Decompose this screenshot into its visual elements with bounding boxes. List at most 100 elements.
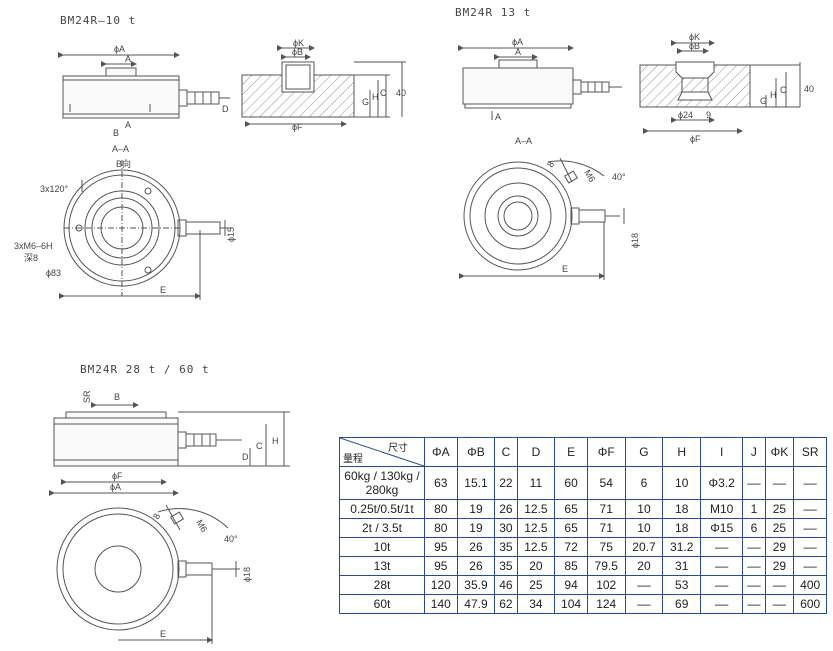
table-cell: 60 — [554, 466, 588, 500]
table-cell: 19 — [456, 518, 496, 538]
table-cell: 26 — [456, 556, 496, 576]
phi83-label-10t: ϕ83 — [46, 268, 61, 278]
table-cell: –– — [742, 594, 766, 614]
corner-range-label: 量程 — [343, 454, 363, 465]
dim-phi24-13t: ϕ24 — [678, 110, 693, 120]
table-cell: 22 — [494, 466, 518, 500]
phi18-label-13t: ϕ18 — [630, 233, 640, 248]
dim-E-28t: E — [160, 629, 166, 639]
dim-40-13t: 40 — [804, 84, 814, 94]
dim-phiB-13t: ϕB — [689, 41, 700, 51]
depth-label-10t: 深8 — [24, 253, 38, 263]
table-cell: –– — [742, 466, 766, 500]
table-cell: 102 — [586, 575, 626, 595]
table-cell: 95 — [424, 556, 458, 576]
table-cell: 29 — [764, 537, 795, 557]
table-cell: 26 — [456, 537, 496, 557]
table-cell: 31.2 — [662, 537, 702, 557]
table-cell: M10 — [700, 499, 744, 519]
table-cell: 25 — [764, 499, 795, 519]
angle-label-28t: 40° — [224, 534, 238, 544]
thread-label-10t: 3xM6–6H — [14, 241, 53, 251]
table-header: SR — [793, 437, 827, 467]
table-cell: 71 — [586, 499, 626, 519]
table-cell: –– — [624, 575, 664, 595]
dim-E-13t: E — [562, 264, 568, 274]
table-cell: 10 — [624, 518, 664, 538]
dim-B-10t: B — [113, 128, 119, 138]
table-cell: 35.9 — [456, 575, 496, 595]
section-label-10t: A–A — [112, 144, 129, 154]
table-cell: –– — [742, 537, 766, 557]
table-cell: 6 — [742, 518, 766, 538]
table-cell: –– — [700, 537, 744, 557]
table-cell: –– — [793, 518, 827, 538]
dim-A-bottom-10t: A — [125, 120, 131, 130]
table-cell: 25 — [764, 518, 795, 538]
title-bm24r-28-60t: BM24R 28 t / 60 t — [80, 363, 210, 376]
holes-label-10t: 3x120° — [40, 184, 69, 194]
dim-phiA-10t: ϕA — [114, 44, 125, 54]
table-cell: 104 — [554, 594, 588, 614]
table-cell: 400 — [793, 575, 827, 595]
dim-phiA-28t: ϕA — [110, 482, 121, 492]
corner-dimension-label: 尺寸 — [388, 443, 408, 454]
table-cell: 75 — [586, 537, 626, 557]
section-view-10t — [241, 45, 406, 127]
table-cell: –– — [793, 499, 827, 519]
table-cell: Φ15 — [700, 518, 744, 538]
table-header: ΦF — [586, 437, 626, 467]
table-cell: –– — [764, 575, 795, 595]
dim-phiF-10t: ϕF — [292, 122, 303, 132]
spec-table: 尺寸 量程 ΦA ΦB C D E ΦF G H I J ΦK SR 60kg … — [339, 437, 827, 614]
table-header: ΦA — [424, 437, 458, 467]
phi15-label-10t: ϕ15 — [226, 227, 236, 242]
table-cell: –– — [624, 594, 664, 614]
title-bm24r-10t: BM24R–10 t — [60, 14, 137, 27]
table-header: ΦB — [456, 437, 496, 467]
dim-phiK-13t: ϕK — [689, 32, 700, 42]
dim-A-top-13t: A — [515, 47, 521, 57]
table-cell: 12.5 — [516, 537, 556, 557]
angle-label-13t: 40° — [612, 172, 626, 182]
table-header: I — [700, 437, 744, 467]
table-cell: –– — [700, 575, 744, 595]
table-cell: 20 — [516, 556, 556, 576]
table-cell: –– — [700, 594, 744, 614]
table-cell: 53 — [662, 575, 702, 595]
side-view-10t — [58, 52, 230, 119]
dim-E-10t: E — [160, 285, 166, 295]
table-cell: 26 — [494, 499, 518, 519]
table-cell: 94 — [554, 575, 588, 595]
dim-phiF-28t: ϕF — [112, 471, 123, 481]
table-header: H — [662, 437, 702, 467]
table-cell: 65 — [554, 499, 588, 519]
table-cell: –– — [742, 556, 766, 576]
dim-D-28t: D — [242, 452, 249, 462]
table-cell: 20 — [624, 556, 664, 576]
dim-H-13t: H — [770, 90, 777, 100]
table-header: E — [554, 437, 588, 467]
table-header: G — [624, 437, 664, 467]
table-cell: 62 — [494, 594, 518, 614]
table-cell: 34 — [516, 594, 556, 614]
table-cell: 120 — [424, 575, 458, 595]
dim-SR-28t: SR — [82, 390, 92, 403]
table-cell: 19 — [456, 499, 496, 519]
dim-phiA-13t: ϕA — [512, 37, 523, 47]
table-cell: 140 — [424, 594, 458, 614]
table-cell: 30 — [494, 518, 518, 538]
dim-G-10t: G — [362, 97, 369, 107]
dim-C-10t: C — [380, 88, 387, 98]
section-label-13t: A–A — [515, 136, 532, 146]
table-cell: 25 — [516, 575, 556, 595]
table-corner-cell: 尺寸 量程 — [339, 437, 425, 467]
table-cell: 95 — [424, 537, 458, 557]
table-header: D — [516, 437, 556, 467]
